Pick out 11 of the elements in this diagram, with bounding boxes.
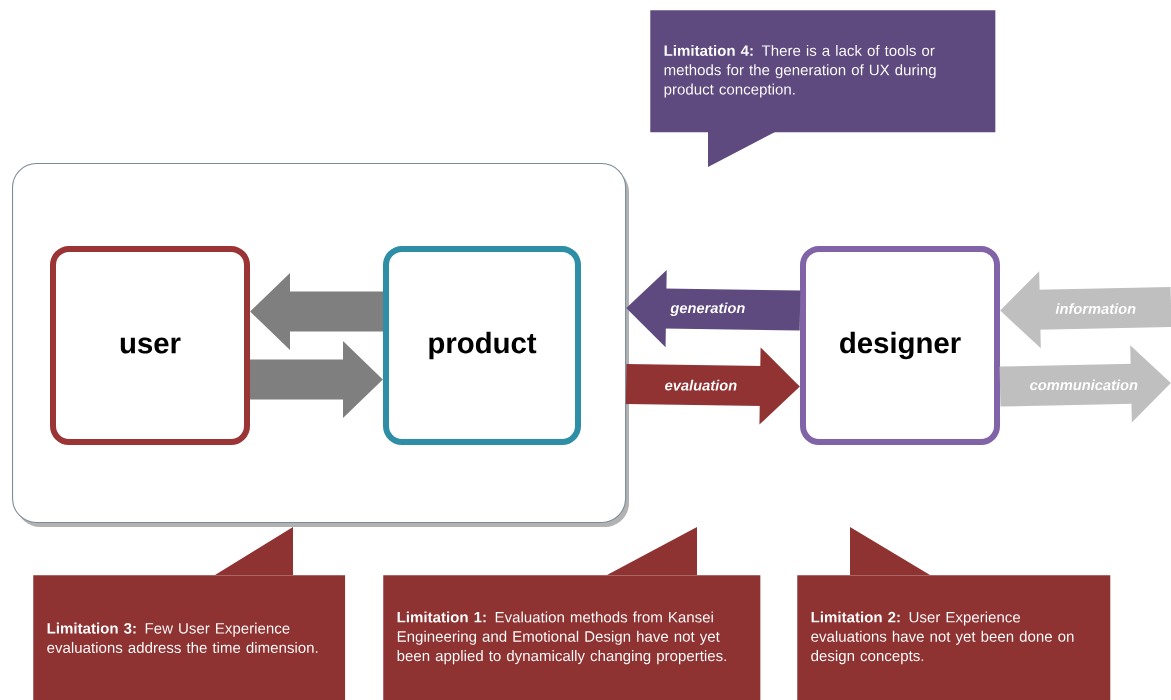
callout-box: Limitation 2: User Experience evaluations have not yet been done on design concepts. xyxy=(797,527,1111,700)
entity-box: user xyxy=(50,246,250,446)
edge-label: generation xyxy=(670,302,745,317)
callout-box: Limitation 3: Few User Experience evaluations address the time dimension. xyxy=(33,527,346,700)
entity-box: product xyxy=(383,246,581,446)
callout-box: Limitation 4: There is a lack of tools or methods for the generation of UX during product conception. xyxy=(650,10,996,167)
edge-label: information xyxy=(1055,303,1136,314)
callout-box: Limitation 1: Evaluation methods from Kansei Engineering and Emotional Design have not yet been applied to dynamically changing properties. xyxy=(383,527,761,700)
entity-box: designer xyxy=(800,246,1000,446)
edge-label: evaluation xyxy=(665,379,737,391)
edge-label: communication xyxy=(1030,379,1138,391)
